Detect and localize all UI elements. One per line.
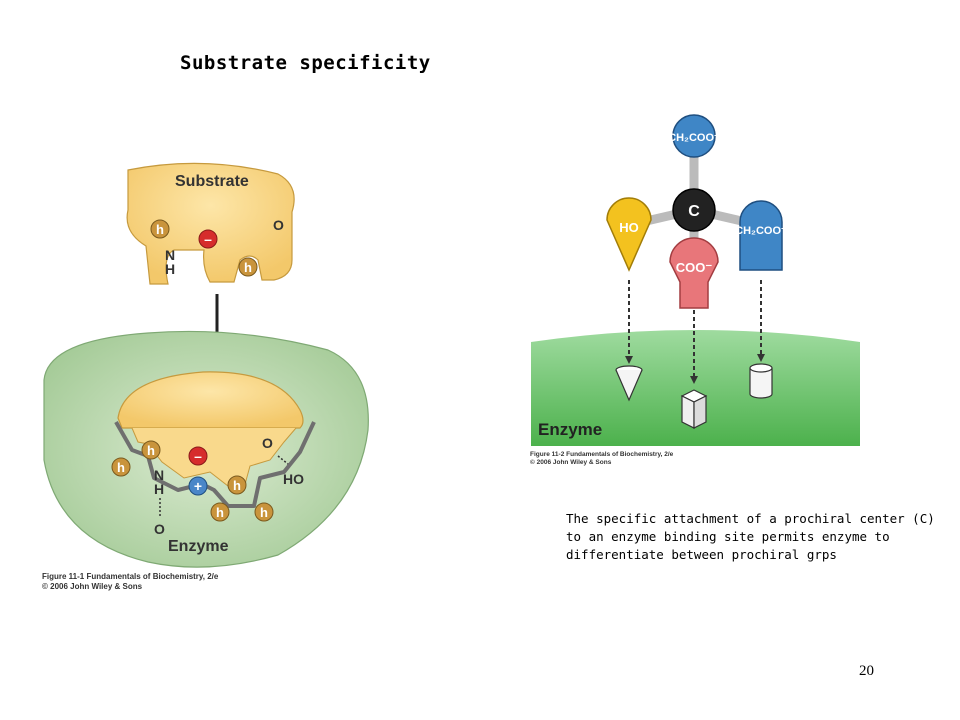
hydrophobic-group-icon: h bbox=[150, 219, 170, 239]
oxygen-label: O bbox=[273, 217, 284, 233]
nitrogen-label: N bbox=[165, 247, 175, 263]
page-number: 20 bbox=[859, 663, 874, 679]
arrow-head-icon bbox=[625, 356, 633, 364]
svg-text:+: + bbox=[194, 478, 202, 494]
positive-charge-icon: + bbox=[188, 476, 208, 496]
cone-binding-site-icon bbox=[615, 365, 643, 402]
box-binding-site-icon bbox=[680, 389, 708, 429]
negative-charge-icon: – bbox=[198, 229, 218, 249]
figure1-caption-line1: Figure 11-1 Fundamentals of Biochemistry… bbox=[42, 572, 219, 581]
svg-text:h: h bbox=[260, 505, 268, 520]
svg-text:–: – bbox=[194, 448, 202, 464]
cylinder-binding-site-icon bbox=[749, 363, 773, 399]
svg-text:h: h bbox=[233, 478, 241, 493]
ch2coo-group-icon: CH₂COO⁻ bbox=[735, 200, 787, 271]
figure-description: The specific attachment of a prochiral c… bbox=[566, 510, 946, 564]
svg-text:CH₂COO⁻: CH₂COO⁻ bbox=[668, 132, 720, 144]
svg-text:h: h bbox=[216, 505, 224, 520]
prochiral-center-figure: Enzyme Figure 11-2 Fundamentals of Bioch… bbox=[530, 114, 860, 466]
enzyme-label: Enzyme bbox=[538, 420, 602, 439]
ch2coo-group-icon: CH₂COO⁻ bbox=[668, 114, 720, 158]
svg-text:HO: HO bbox=[619, 220, 639, 235]
enzyme-surface-shape bbox=[531, 330, 860, 446]
hydrophobic-group-icon: h bbox=[111, 457, 131, 477]
hydrophobic-group-icon: h bbox=[238, 257, 258, 277]
arrow-head-icon bbox=[690, 376, 698, 384]
oxygen-label: O bbox=[262, 435, 273, 451]
description-line: The specific attachment of a prochiral c… bbox=[566, 511, 935, 526]
description-line: to an enzyme binding site permits enzyme… bbox=[566, 529, 890, 544]
svg-text:h: h bbox=[156, 222, 164, 237]
description-line: differentiate between prochiral grps bbox=[566, 547, 837, 562]
enzyme-label: Enzyme bbox=[168, 538, 229, 555]
figure1-caption-line2: © 2006 John Wiley & Sons bbox=[42, 582, 143, 591]
hydrophobic-group-icon: h bbox=[227, 475, 247, 495]
hydroxyl-group-icon: HO bbox=[606, 197, 652, 272]
enzyme-substrate-figure: Substrate h – O N H h h h – O N H + h bbox=[42, 162, 369, 591]
hydrogen-label: H bbox=[165, 261, 175, 277]
hydrophobic-group-icon: h bbox=[254, 502, 274, 522]
arrow-head-icon bbox=[757, 354, 765, 362]
bound-substrate-shape bbox=[117, 371, 304, 429]
substrate-shape bbox=[126, 162, 295, 285]
hydroxyl-label: HO bbox=[283, 471, 304, 487]
svg-text:CH₂COO⁻: CH₂COO⁻ bbox=[735, 225, 787, 237]
nitrogen-label: N bbox=[154, 467, 164, 483]
svg-text:C: C bbox=[688, 203, 700, 220]
svg-text:h: h bbox=[117, 460, 125, 475]
svg-text:COO⁻: COO⁻ bbox=[676, 260, 713, 275]
negative-charge-icon: – bbox=[188, 446, 208, 466]
hydrophobic-group-icon: h bbox=[141, 440, 161, 460]
figure2-caption-line1: Figure 11-2 Fundamentals of Biochemistry… bbox=[530, 451, 674, 458]
oxygen-label: O bbox=[154, 521, 165, 537]
hydrogen-label: H bbox=[154, 481, 164, 497]
substrate-label: Substrate bbox=[175, 173, 249, 190]
carboxylate-group-icon: COO⁻ bbox=[669, 237, 719, 309]
slide-title: Substrate specificity bbox=[180, 52, 431, 74]
svg-text:h: h bbox=[147, 443, 155, 458]
prochiral-carbon-icon: C bbox=[672, 188, 716, 232]
hydrophobic-group-icon: h bbox=[210, 502, 230, 522]
svg-text:–: – bbox=[204, 231, 212, 247]
figure2-caption-line2: © 2006 John Wiley & Sons bbox=[530, 458, 612, 466]
svg-text:h: h bbox=[244, 260, 252, 275]
